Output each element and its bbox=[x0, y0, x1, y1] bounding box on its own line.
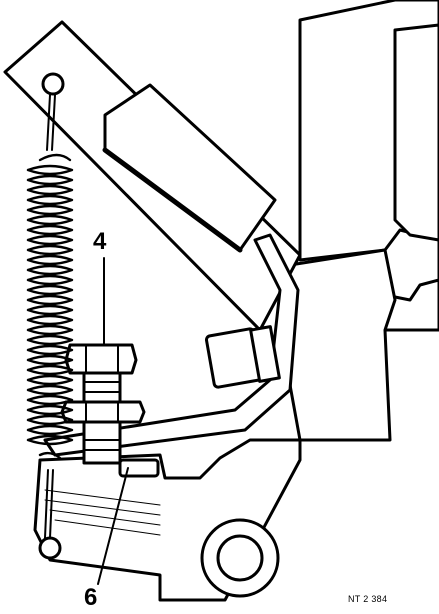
bent-bracket bbox=[43, 233, 300, 457]
leader-6 bbox=[97, 467, 129, 585]
callout-label-6: 6 bbox=[84, 584, 98, 611]
adjuster-locknut bbox=[60, 400, 146, 424]
adjuster-bolt-head bbox=[64, 343, 138, 375]
housing-lower bbox=[278, 248, 397, 442]
housing-cutout bbox=[393, 23, 439, 242]
spring-bottom-eye bbox=[38, 536, 62, 560]
arm-recess bbox=[103, 83, 277, 252]
callout-label-4: 4 bbox=[93, 228, 107, 255]
adjuster-washer bbox=[118, 458, 160, 478]
tension-spring bbox=[26, 153, 74, 460]
pivot-bore bbox=[216, 534, 264, 582]
drawing-reference-code: NT 2 384 bbox=[348, 594, 388, 604]
spring-top-eye bbox=[41, 72, 65, 96]
